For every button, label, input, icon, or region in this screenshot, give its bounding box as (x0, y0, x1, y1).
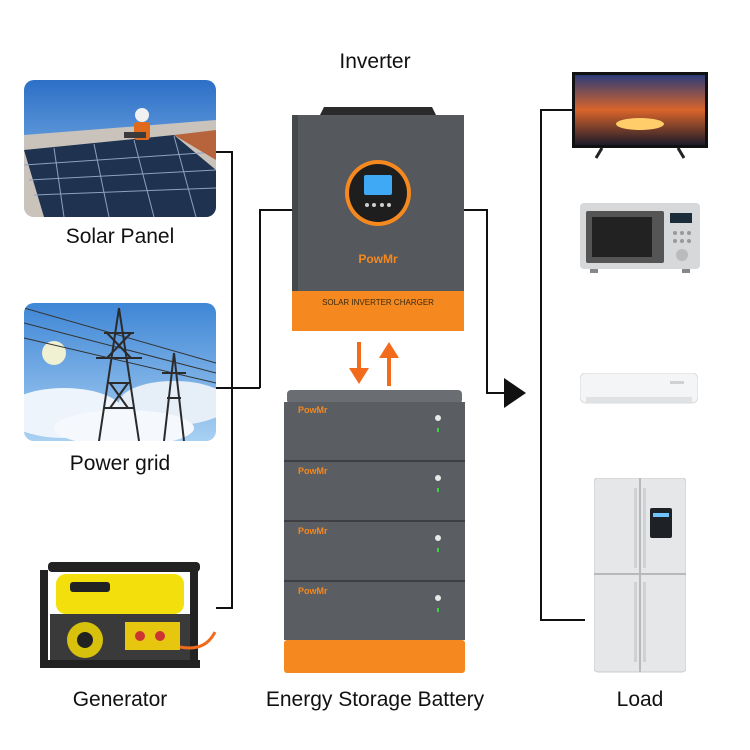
battery-module-3-logo: PowMr (298, 526, 328, 536)
battery-module-4-logo: PowMr (298, 586, 328, 596)
battery-device (284, 390, 465, 673)
microwave-icon (580, 203, 700, 273)
inverter-battery-arrows (349, 342, 399, 386)
power-grid-image (24, 303, 216, 441)
generator-label: Generator (72, 688, 168, 711)
inverter-band-text: SOLAR INVERTER CHARGER (322, 298, 434, 307)
power-grid-label: Power grid (69, 452, 171, 475)
inverter-label: Inverter (339, 50, 411, 73)
down-arrow-icon (357, 342, 361, 372)
battery-label: Energy Storage Battery (265, 688, 485, 711)
refrigerator-icon (594, 478, 686, 674)
battery-module-1-logo: PowMr (298, 405, 328, 415)
generator-image (30, 552, 220, 672)
solar-panel-image (24, 80, 216, 217)
solar-panel-label: Solar Panel (65, 225, 175, 248)
load-label: Load (616, 688, 664, 711)
tv-icon (572, 72, 708, 160)
up-arrow-head-icon (379, 342, 399, 358)
up-arrow-icon (387, 354, 391, 386)
inverter-brand-logo: PowMr (358, 252, 398, 266)
down-arrow-head-icon (349, 368, 369, 384)
air-conditioner-icon (580, 373, 698, 409)
inverter-device (292, 105, 464, 331)
battery-module-2-logo: PowMr (298, 466, 328, 476)
